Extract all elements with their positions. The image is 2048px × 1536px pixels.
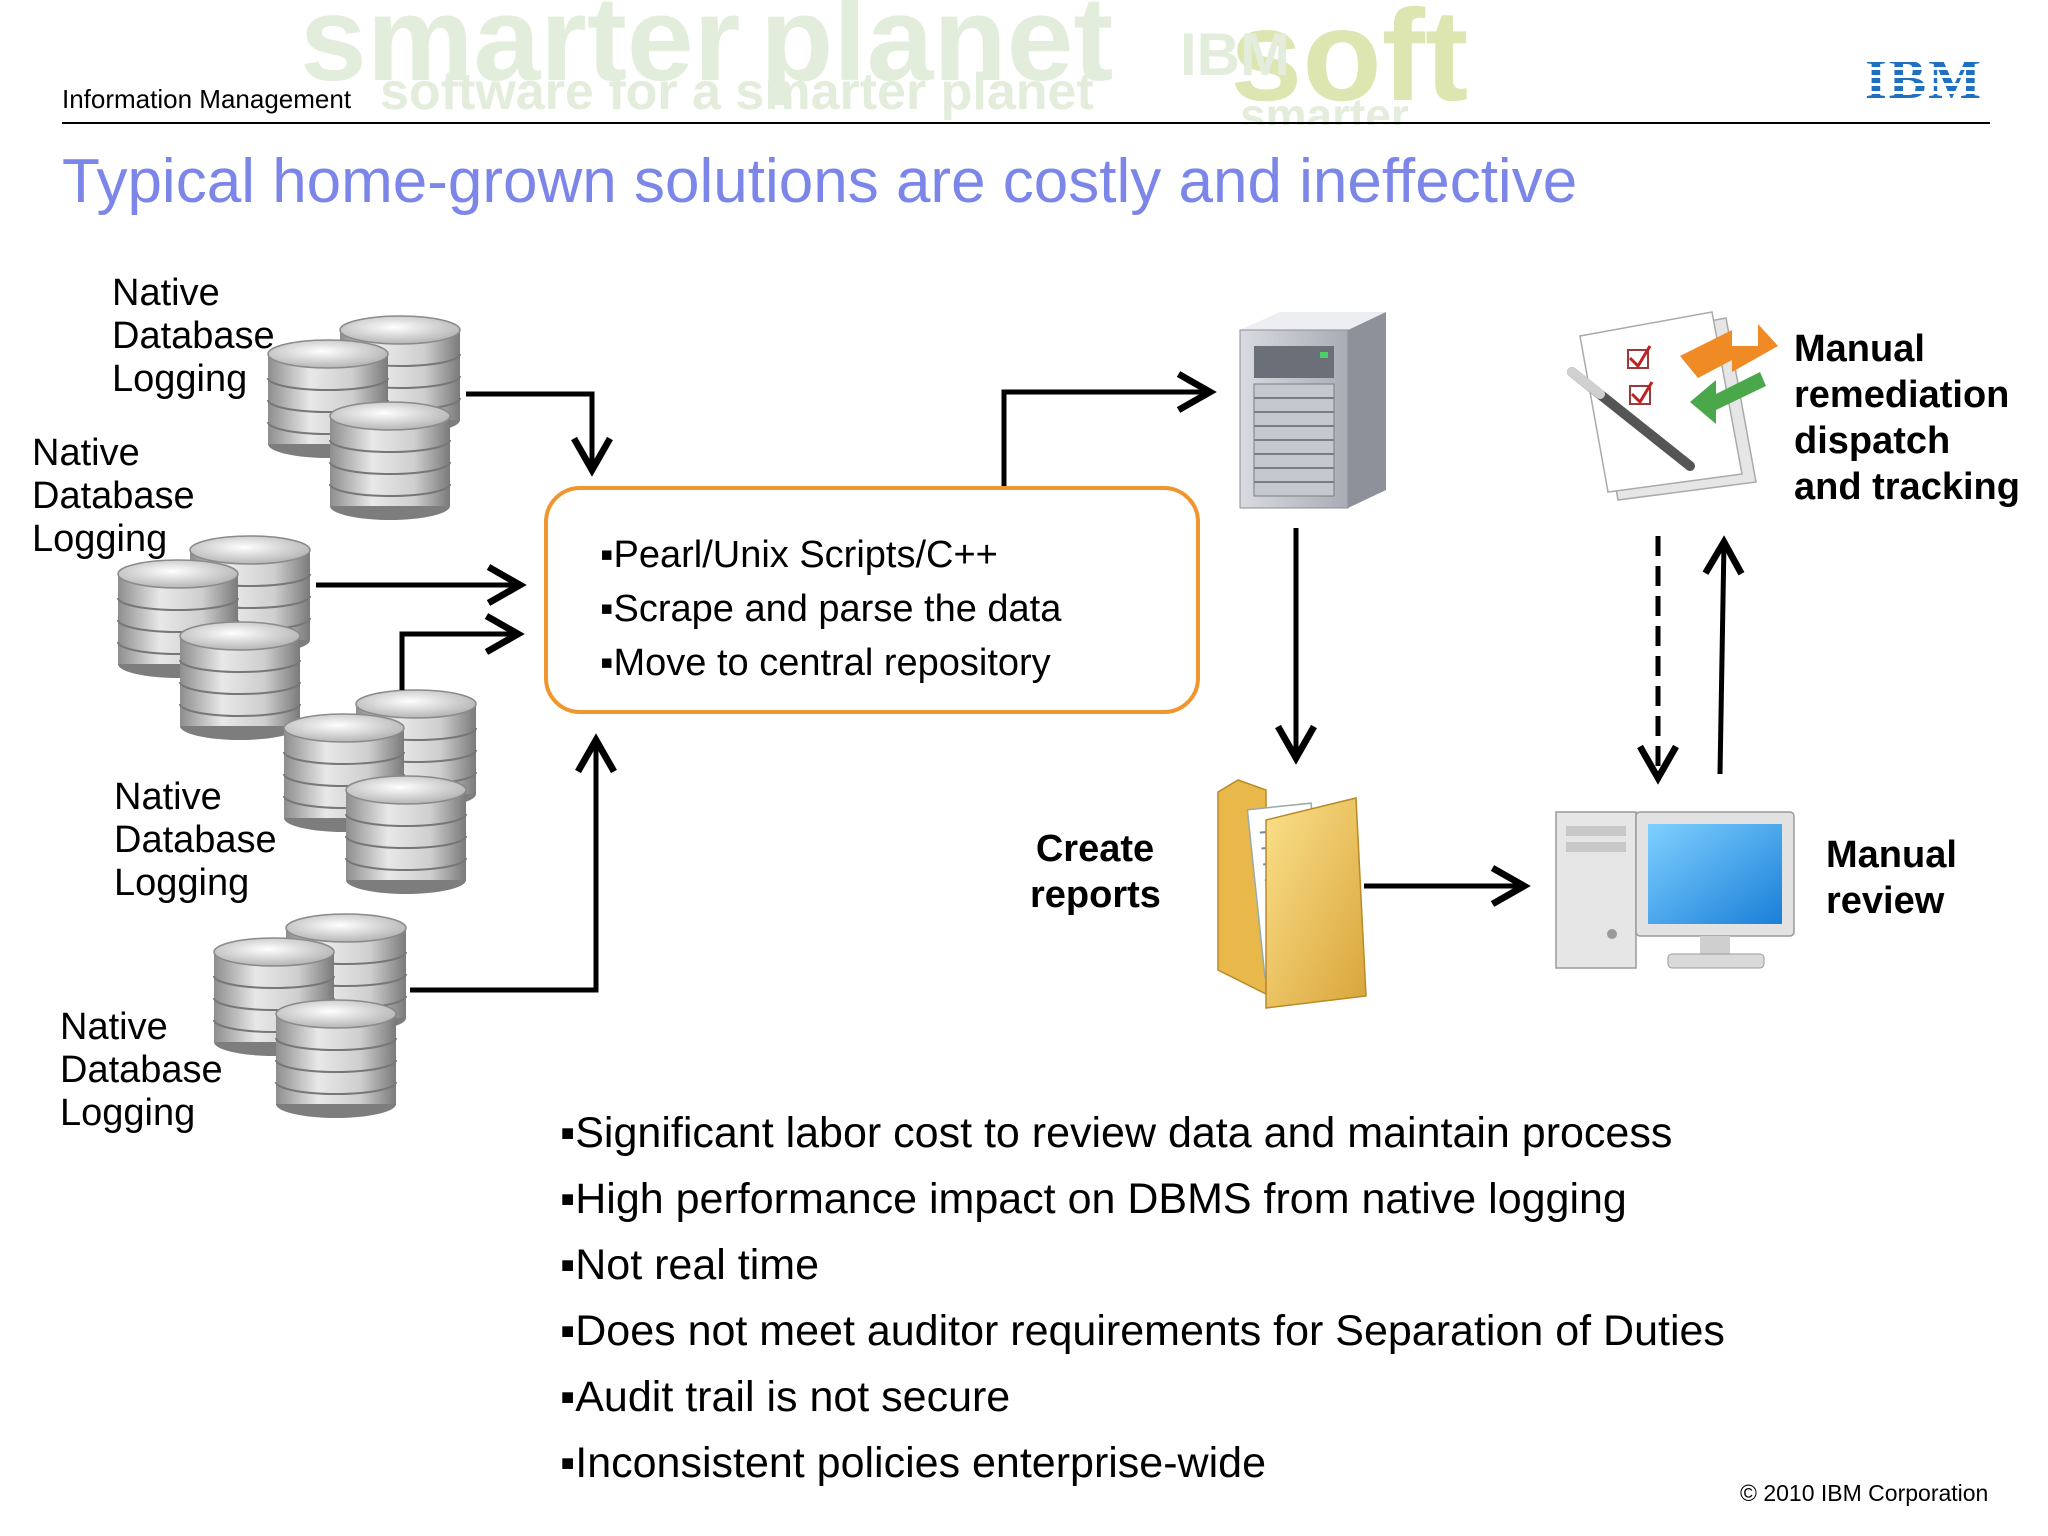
header-banner: smarter planet software for a smarter pl…: [0, 0, 2048, 125]
process-bullet-list: ▪Pearl/Unix Scripts/C++ ▪Scrape and pars…: [600, 528, 1061, 690]
banner-word: planet: [760, 0, 1114, 106]
banner-word: smarter: [300, 0, 741, 106]
banner-word: smarter: [1240, 89, 1409, 125]
process-bullet: ▪Scrape and parse the data: [600, 588, 1062, 630]
section-label: Information Management: [62, 84, 352, 114]
header-rule: [62, 122, 1990, 124]
manual-remediation-label: Manual remediation dispatch and tracking: [1794, 328, 2020, 508]
database-stack-icon: [214, 914, 406, 1118]
checklist-icon: [1567, 311, 1778, 501]
ibm-logo: IBM: [1858, 52, 1990, 104]
database-label: Native Database Logging: [112, 272, 275, 400]
issue-bullet: ▪Not real time: [560, 1241, 819, 1289]
process-bullet: ▪Move to central repository: [600, 642, 1051, 684]
process-to-server-arrow: [1001, 371, 1217, 486]
database-label: Native Database Logging: [114, 776, 277, 904]
process-box: ▪Pearl/Unix Scripts/C++ ▪Scrape and pars…: [544, 486, 1200, 714]
review-to-remediation-arrow: [1702, 535, 1745, 775]
issue-bullet: ▪Audit trail is not secure: [560, 1373, 1011, 1421]
db-to-process-arrow: [410, 733, 617, 993]
create-reports-label: Create reports: [1030, 828, 1161, 916]
manual-review-label: Manual review: [1826, 834, 1957, 922]
issue-bullet: ▪Does not meet auditor requirements for …: [560, 1307, 1725, 1355]
server-icon: [1239, 312, 1386, 509]
database-stack-icon: [268, 316, 460, 520]
copyright: © 2010 IBM Corporation: [1740, 1480, 1989, 1506]
slide-title: Typical home-grown solutions are costly …: [62, 147, 1578, 216]
db-to-process-arrow: [466, 391, 613, 477]
process-bullet: ▪Pearl/Unix Scripts/C++: [600, 534, 998, 576]
db-to-process-arrow: [399, 613, 525, 690]
issue-bullet: ▪Significant labor cost to review data a…: [560, 1109, 1673, 1157]
issue-bullet: ▪Inconsistent policies enterprise-wide: [560, 1439, 1266, 1487]
database-stack-icon: [284, 690, 476, 894]
database-label: Native Database Logging: [32, 432, 195, 560]
database-label: Native Database Logging: [60, 1006, 223, 1134]
computer-icon: [1555, 811, 1795, 969]
issues-bullet-list: ▪Significant labor cost to review data a…: [560, 1100, 1725, 1496]
banner-word: IBM: [1180, 21, 1290, 88]
database-stack-icon: [118, 536, 310, 740]
banner-word: soft: [1230, 0, 1469, 125]
banner-word: software for a smarter planet: [380, 63, 1094, 121]
issue-bullet: ▪High performance impact on DBMS from na…: [560, 1175, 1627, 1223]
folder-icon: [1217, 779, 1367, 1009]
